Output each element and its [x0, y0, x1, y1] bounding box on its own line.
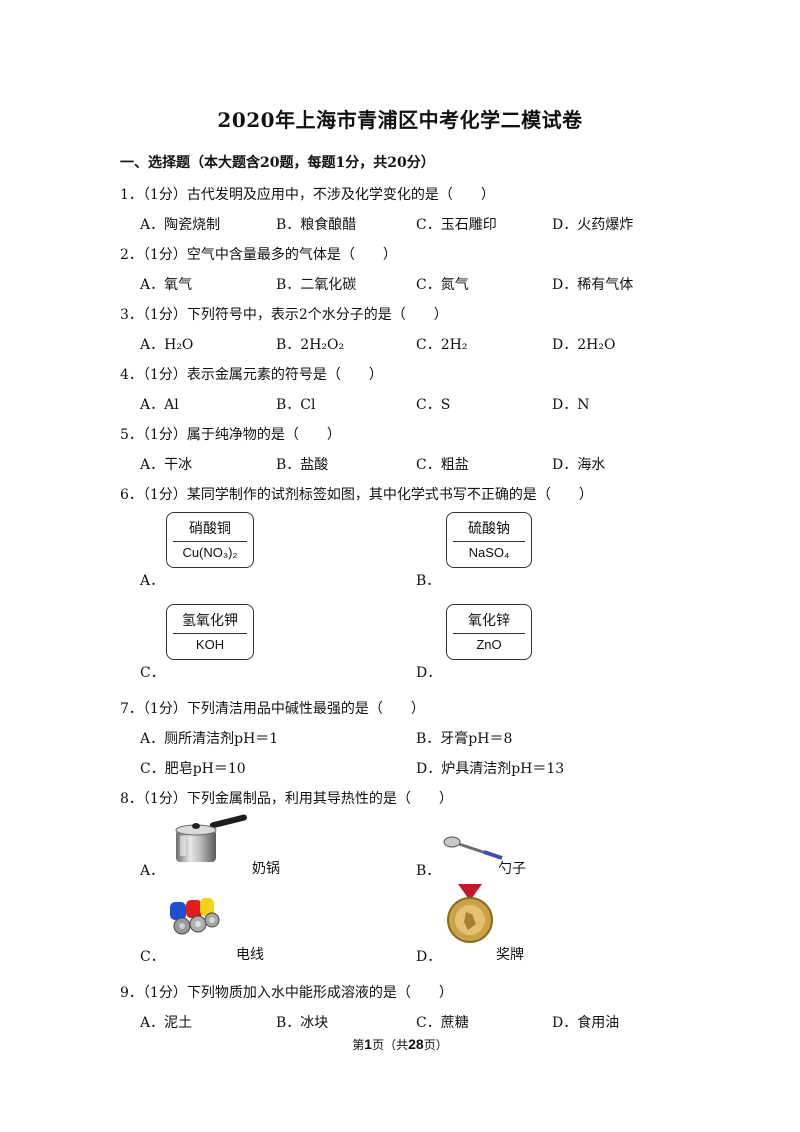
reagent-formula: KOH — [195, 637, 225, 652]
reagent-name: 氢氧化钾 — [182, 613, 238, 629]
spoon-image — [443, 836, 503, 860]
option-b: B． — [416, 573, 441, 589]
option-a: A．干冰 — [140, 457, 193, 473]
option-b: B．粮食酿醋 — [276, 217, 357, 233]
question-stem: 7．（1分）下列清洁用品中碱性最强的是（ ） — [120, 701, 425, 717]
option-a: A．泥土 — [140, 1015, 193, 1031]
page-title: 2020年上海市青浦区中考化学二模试卷 — [217, 108, 583, 132]
image-caption: 奖牌 — [496, 947, 524, 963]
footer-mid: 页（共 — [372, 1038, 409, 1052]
option-a: A．H₂O — [140, 337, 194, 353]
reagent-formula: NaSO₄ — [468, 545, 510, 560]
option-c: C．粗盐 — [416, 457, 469, 473]
section-heading: 一、选择题（本大题含20题，每题1分，共20分） — [120, 155, 435, 171]
medal-image — [447, 884, 493, 943]
question-stem: 3．（1分）下列符号中，表示2个水分子的是（ ） — [120, 307, 448, 323]
option-d: D．炉具清洁剂pH＝13 — [416, 761, 565, 777]
option-d: D．火药爆炸 — [552, 217, 634, 233]
milk-pot-image — [175, 814, 247, 862]
label-divider — [453, 541, 525, 542]
option-b: B．2H₂O₂ — [276, 337, 345, 353]
label-divider — [453, 633, 525, 634]
option-b: B．二氧化碳 — [276, 277, 357, 293]
label-divider — [173, 541, 247, 542]
question-stem: 2．（1分）空气中含量最多的气体是（ ） — [120, 247, 397, 263]
option-d: D．2H₂O — [552, 337, 616, 353]
question-stem: 9．（1分）下列物质加入水中能形成溶液的是（ ） — [120, 985, 453, 1001]
image-caption: 奶锅 — [252, 861, 280, 877]
page-total: 28 — [408, 1036, 424, 1052]
question-stem: 8．（1分）下列金属制品，利用其导热性的是（ ） — [120, 791, 453, 807]
option-a: A．Al — [140, 397, 179, 413]
image-caption: 勺子 — [498, 861, 526, 877]
electric-wire-image — [170, 898, 220, 935]
page-footer: 第1页（共28页） — [0, 1036, 800, 1053]
option-d: D．海水 — [552, 457, 606, 473]
question-stem: 4．（1分）表示金属元素的符号是（ ） — [120, 367, 383, 383]
option-c: C． — [140, 949, 165, 965]
option-d: D．N — [552, 397, 590, 413]
question-stem: 1．（1分）古代发明及应用中，不涉及化学变化的是（ ） — [120, 187, 495, 203]
option-a: A． — [140, 863, 165, 879]
option-b: B．Cl — [276, 397, 316, 413]
reagent-label-c: 氢氧化钾 KOH — [166, 604, 254, 660]
option-a: A．氧气 — [140, 277, 193, 293]
option-a: A． — [140, 573, 165, 589]
option-d: D． — [416, 665, 442, 681]
label-divider — [173, 633, 247, 634]
option-c: C．肥皂pH＝10 — [140, 761, 246, 777]
option-d: D． — [416, 949, 442, 965]
reagent-formula: Cu(NO₃)₂ — [182, 545, 238, 560]
option-c: C．玉石雕印 — [416, 217, 497, 233]
page-number: 1 — [364, 1036, 373, 1052]
option-b: B．牙膏pH＝8 — [416, 731, 513, 747]
image-caption: 电线 — [236, 947, 264, 963]
reagent-name: 氧化锌 — [468, 613, 510, 629]
option-c: C．氮气 — [416, 277, 469, 293]
footer-suffix: 页） — [423, 1038, 448, 1052]
option-b: B． — [416, 863, 441, 879]
reagent-name: 硝酸铜 — [189, 521, 231, 537]
reagent-name: 硫酸钠 — [468, 521, 510, 537]
option-c: C．2H₂ — [416, 337, 468, 353]
option-a: A．厕所清洁剂pH＝1 — [140, 731, 279, 747]
question-stem: 6．（1分）某同学制作的试剂标签如图，其中化学式书写不正确的是（ ） — [120, 487, 593, 503]
option-d: D．食用油 — [552, 1015, 620, 1031]
reagent-label-a: 硝酸铜 Cu(NO₃)₂ — [166, 512, 254, 568]
option-b: B．盐酸 — [276, 457, 329, 473]
reagent-label-d: 氧化锌 ZnO — [446, 604, 532, 660]
footer-prefix: 第 — [352, 1038, 365, 1052]
option-b: B．冰块 — [276, 1015, 329, 1031]
option-a: A．陶瓷烧制 — [140, 217, 221, 233]
option-c: C．蔗糖 — [416, 1015, 469, 1031]
question-stem: 5．（1分）属于纯净物的是（ ） — [120, 427, 341, 443]
reagent-label-b: 硫酸钠 NaSO₄ — [446, 512, 532, 568]
option-c: C．S — [416, 397, 451, 413]
reagent-formula: ZnO — [476, 637, 502, 652]
option-d: D．稀有气体 — [552, 277, 634, 293]
option-c: C． — [140, 665, 165, 681]
